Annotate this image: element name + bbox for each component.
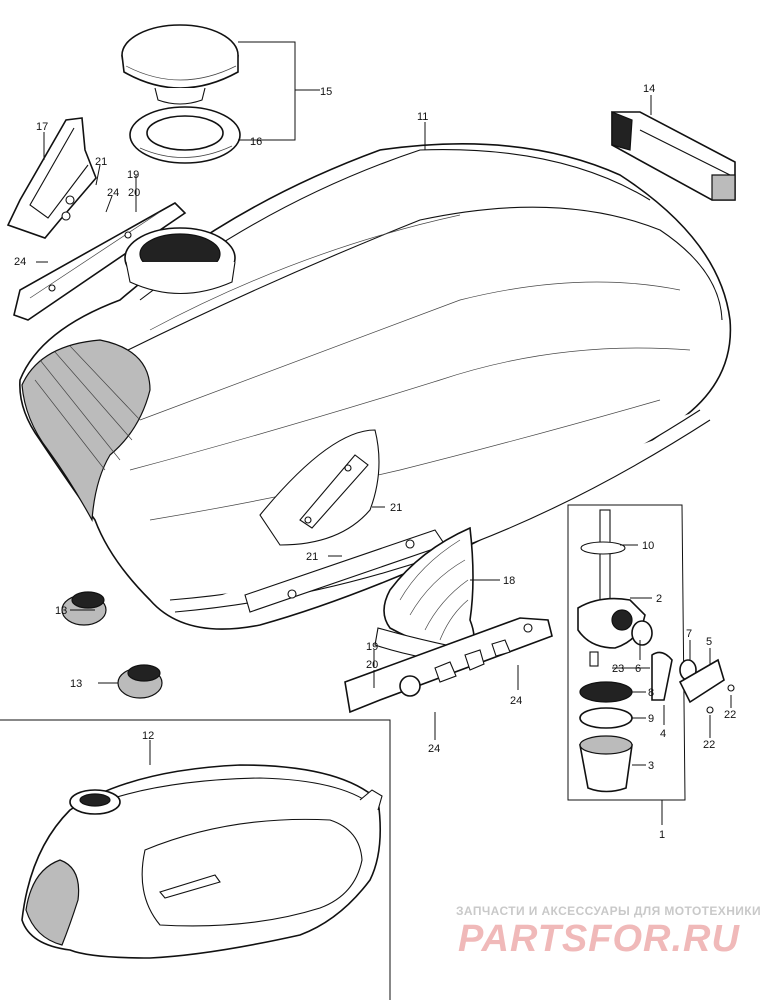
cap-gasket-icon: [129, 106, 241, 164]
watermark-subtitle: ЗАПЧАСТИ И АКСЕССУАРЫ ДЛЯ МОТОТЕХНИКИ: [456, 904, 762, 918]
callout-18: 18: [503, 575, 515, 587]
callout-21c: 21: [306, 551, 318, 563]
rear-rubber-icon: [611, 111, 736, 201]
rubber-cap-b-icon: [117, 664, 163, 699]
callout-19b: 19: [366, 641, 378, 653]
fuel-cap-icon: [121, 24, 239, 105]
callout-14: 14: [643, 83, 655, 95]
callout-16: 16: [250, 136, 262, 148]
callout-24d: 24: [428, 743, 440, 755]
callout-10: 10: [642, 540, 654, 552]
alt-tank-box: [0, 719, 391, 1000]
emblem-bracket-icon: [6, 117, 97, 239]
callout-4: 4: [660, 728, 666, 740]
fuel-cock-icon: [577, 509, 735, 793]
callout-6: 6: [635, 663, 641, 675]
callout-7: 7: [686, 628, 692, 640]
callout-23: 23: [612, 663, 624, 675]
callout-15: 15: [320, 86, 332, 98]
callout-24a: 24: [107, 187, 119, 199]
fuel-tank-icon: [19, 143, 732, 630]
callout-9: 9: [648, 713, 654, 725]
callout-11: 11: [417, 111, 428, 123]
callout-21a: 21: [95, 156, 107, 168]
callout-labels: 15 16 11 14 17 21 19 24 20 24 21 21 18 1…: [14, 83, 736, 841]
callout-3: 3: [648, 760, 654, 772]
callout-20b: 20: [366, 659, 378, 671]
alt-fuel-tank-icon: [21, 764, 383, 959]
callout-21b: 21: [390, 502, 402, 514]
emblem-plate-lower-icon: [344, 617, 553, 714]
callout-5: 5: [706, 636, 712, 648]
leader-lines: [36, 41, 732, 825]
callout-20a: 20: [128, 187, 140, 199]
callout-24c: 24: [510, 695, 522, 707]
callout-17: 17: [36, 121, 48, 133]
rubber-cap-a-icon: [61, 591, 107, 626]
watermark-brand: PARTSFOR.RU: [458, 918, 740, 960]
callout-19a: 19: [127, 169, 139, 181]
callout-8: 8: [648, 687, 654, 699]
fuel-cock-box: [567, 504, 686, 801]
callout-24b: 24: [14, 256, 26, 268]
callout-22b: 22: [703, 739, 715, 751]
callout-13b: 13: [70, 678, 82, 690]
callout-13a: 13: [55, 605, 67, 617]
callout-2: 2: [656, 593, 662, 605]
callout-1: 1: [659, 829, 665, 841]
callout-22a: 22: [724, 709, 736, 721]
emblem-plate-upper-icon: [13, 202, 187, 321]
callout-12: 12: [142, 730, 154, 742]
